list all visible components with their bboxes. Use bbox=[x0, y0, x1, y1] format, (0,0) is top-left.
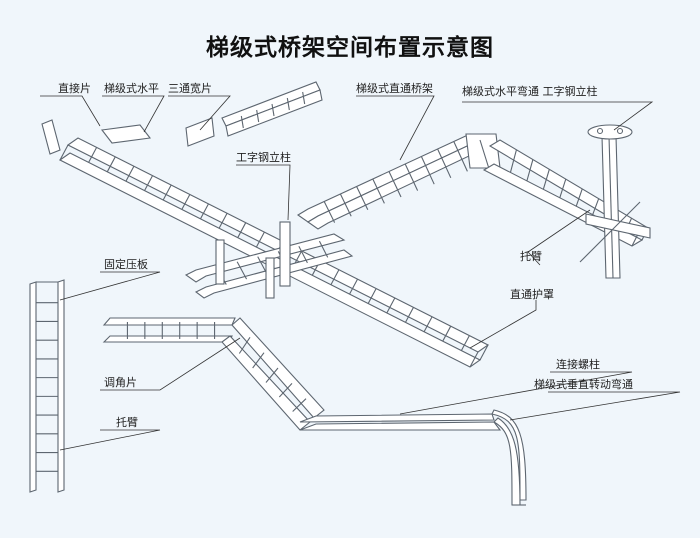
label-straight-joint: 直接片 bbox=[58, 81, 91, 95]
tray-rung bbox=[255, 231, 265, 248]
tray-rung bbox=[453, 141, 468, 172]
tray-rung bbox=[257, 256, 268, 274]
tray-rung bbox=[162, 184, 172, 201]
lower-tray-path bbox=[102, 317, 527, 506]
tray-rung bbox=[437, 148, 452, 179]
tray-rung bbox=[298, 246, 308, 264]
tray-rung bbox=[404, 163, 419, 191]
label-straight-tray: 梯级式直通桥架 bbox=[356, 81, 433, 95]
tray-rung bbox=[386, 297, 396, 314]
tray-rung bbox=[318, 240, 329, 258]
tray-rung bbox=[423, 316, 433, 333]
tray-rung bbox=[420, 156, 435, 185]
tray-rung bbox=[181, 194, 191, 210]
tray-rung bbox=[442, 325, 452, 342]
tray-rung bbox=[238, 337, 251, 354]
tray-rung bbox=[542, 169, 550, 190]
left-vertical-ladder bbox=[29, 279, 65, 493]
labels: 直接片 梯级式水平 三通宽片 梯级式直通桥架 梯级式水平弯通 工字钢立柱 工字钢… bbox=[58, 81, 633, 429]
tray-rung bbox=[575, 188, 583, 207]
tray-rung bbox=[256, 109, 260, 123]
tray-rung bbox=[144, 175, 154, 191]
tray-rung bbox=[88, 147, 98, 163]
tray-rung bbox=[271, 103, 275, 117]
top-branch-trays bbox=[41, 81, 323, 155]
tray-rung bbox=[252, 352, 265, 369]
tray-rung bbox=[559, 178, 567, 198]
label-ladder-horizontal: 梯级式水平 bbox=[104, 82, 159, 95]
tray-rung bbox=[106, 156, 116, 173]
label-i-beam-post: 工字钢立柱 bbox=[236, 150, 291, 164]
tray-rung bbox=[240, 115, 244, 129]
tray-rung bbox=[460, 335, 470, 351]
label-bracket-right: 托臂 bbox=[520, 249, 542, 263]
tray-rung bbox=[388, 171, 402, 198]
tray-rung bbox=[349, 278, 359, 295]
tray-rung bbox=[125, 165, 135, 182]
label-tee-wide: 三通宽片 bbox=[168, 81, 212, 95]
label-fixing-plate: 固定压板 bbox=[104, 257, 148, 271]
tray-rung bbox=[218, 213, 228, 229]
tray-rung bbox=[237, 222, 247, 238]
tray-rung bbox=[367, 288, 377, 304]
tray-rung bbox=[323, 201, 336, 223]
tray-rung bbox=[404, 307, 414, 323]
label-connecting-bolt: 连接螺柱 bbox=[556, 357, 600, 371]
label-bracket-left: 托臂 bbox=[116, 415, 138, 429]
upper-tray-path bbox=[296, 133, 650, 247]
label-elbow-post: 梯级式水平弯通 工字钢立柱 bbox=[462, 84, 598, 98]
label-angle-piece: 调角片 bbox=[104, 376, 137, 389]
label-vertical-elbow: 梯级式垂直转动弯通 bbox=[534, 377, 633, 391]
tray-rung bbox=[236, 261, 248, 280]
label-straight-cover: 直通护罩 bbox=[510, 287, 554, 301]
tray-rung bbox=[292, 398, 307, 412]
leader-lines bbox=[40, 95, 681, 451]
tray-rung bbox=[265, 367, 279, 383]
tray-rung bbox=[339, 193, 352, 217]
page-title: 梯级式桥架空间布置示意图 bbox=[206, 35, 494, 61]
i-beam-posts bbox=[215, 124, 651, 299]
tray-rung bbox=[526, 159, 534, 182]
tray-rung bbox=[330, 269, 340, 285]
tray-rung bbox=[278, 382, 293, 398]
tray-rung bbox=[592, 198, 600, 215]
tray-rung bbox=[302, 91, 306, 105]
tray-rung bbox=[372, 178, 385, 204]
tray-rung bbox=[509, 149, 517, 173]
tray-rung bbox=[199, 203, 209, 220]
tray-rung bbox=[356, 186, 369, 211]
tray-rung bbox=[286, 97, 290, 111]
